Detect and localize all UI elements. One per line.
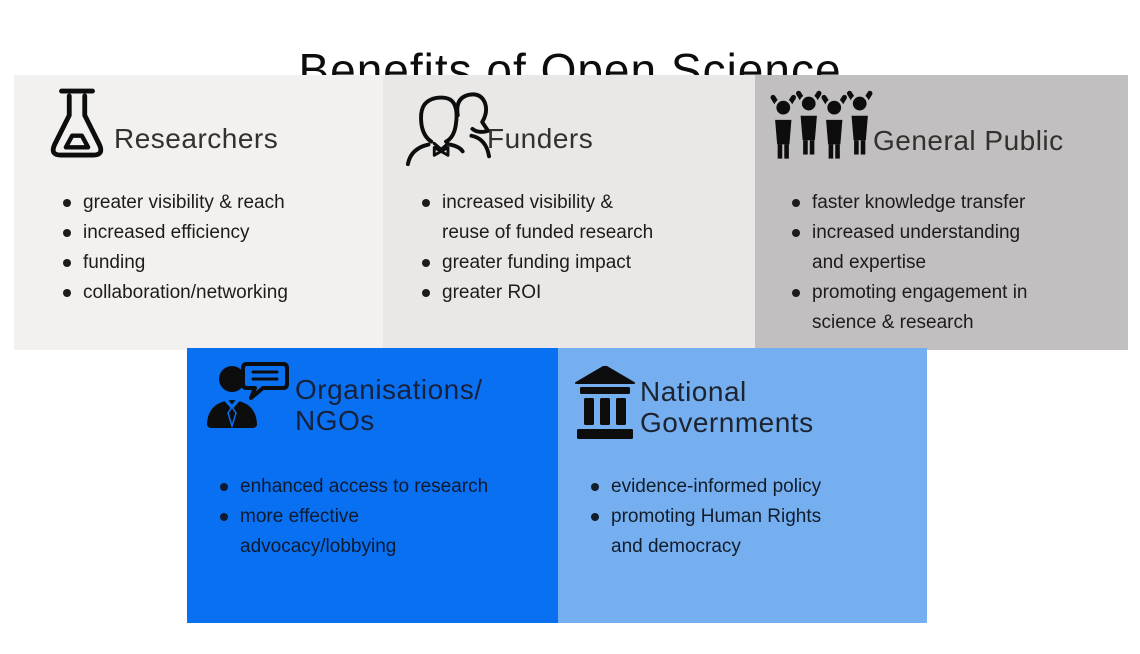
benefit-item: increased efficiency: [58, 218, 288, 248]
benefit-item: evidence-informed policy: [586, 472, 821, 502]
presenter-speech-bubble-icon: [205, 360, 289, 440]
panel-funders: Funders increased visibility & reuse of …: [383, 75, 755, 350]
flask-icon: [46, 87, 108, 163]
benefit-list-funders: increased visibility & reuse of funded r…: [417, 188, 653, 308]
panel-heading-organisations-ngos: Organisations/ NGOs: [295, 374, 483, 436]
panel-heading-general-public: General Public: [873, 125, 1064, 156]
benefit-item: increased understanding and expertise: [787, 218, 1027, 278]
benefit-item: increased visibility & reuse of funded r…: [417, 188, 653, 248]
panel-researchers: Researchers greater visibility & reach i…: [14, 75, 383, 350]
benefit-item: funding: [58, 248, 288, 278]
crowd-cheering-icon: [769, 81, 875, 173]
benefit-item: greater ROI: [417, 278, 653, 308]
panel-national-governments: National Governments evidence-informed p…: [558, 348, 927, 623]
benefit-item: promoting engagement in science & resear…: [787, 278, 1027, 338]
benefit-item: collaboration/networking: [58, 278, 288, 308]
panel-heading-funders: Funders: [487, 123, 594, 154]
panel-heading-researchers: Researchers: [114, 123, 279, 154]
government-building-icon: [574, 366, 636, 442]
benefit-list-national-governments: evidence-informed policy promoting Human…: [586, 472, 821, 562]
panel-general-public: General Public faster knowledge transfer…: [755, 75, 1128, 350]
benefit-item: greater visibility & reach: [58, 188, 288, 218]
benefit-list-researchers: greater visibility & reach increased eff…: [58, 188, 288, 308]
people-pair-icon: [403, 81, 491, 167]
benefit-list-general-public: faster knowledge transfer increased unde…: [787, 188, 1027, 338]
panel-organisations-ngos: Organisations/ NGOs enhanced access to r…: [187, 348, 558, 623]
benefit-item: more effective advocacy/lobbying: [215, 502, 488, 562]
benefit-item: promoting Human Rights and democracy: [586, 502, 821, 562]
benefit-item: enhanced access to research: [215, 472, 488, 502]
benefit-item: faster knowledge transfer: [787, 188, 1027, 218]
benefit-item: greater funding impact: [417, 248, 653, 278]
benefit-list-organisations-ngos: enhanced access to research more effecti…: [215, 472, 488, 562]
panel-heading-national-governments: National Governments: [640, 376, 814, 438]
